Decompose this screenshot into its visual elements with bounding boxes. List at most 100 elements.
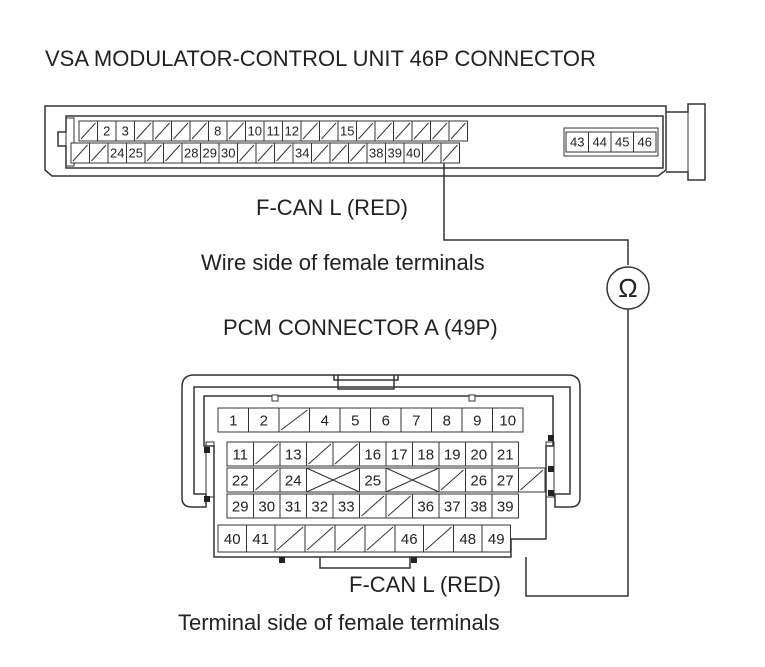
pcm-pin-cell xyxy=(491,493,519,519)
pcm-pin-cross xyxy=(306,467,360,493)
vsa-connector-title: VSA MODULATOR-CONTROL UNIT 46P CONNECTOR xyxy=(45,46,596,71)
pcm-pin: 8 xyxy=(443,413,451,430)
vsa-pin-empty xyxy=(173,122,189,140)
pcm-pin-empty xyxy=(308,443,332,465)
pcm-pin-cell xyxy=(332,493,360,519)
pcm-pin-cell xyxy=(385,441,413,467)
pcm-pin-empty xyxy=(361,495,385,517)
pcm-pin-empty xyxy=(387,495,411,517)
pcm-pin-empty xyxy=(336,526,364,551)
pcm-pin-cell xyxy=(438,493,466,519)
vsa-pin-empty xyxy=(331,144,347,162)
pcm-pin-empty xyxy=(255,443,279,465)
vsa-pin-empty xyxy=(442,144,458,162)
pcm-pin-empty xyxy=(440,469,464,491)
pcm-pin-cell xyxy=(453,524,483,553)
pcm-pin-cell xyxy=(465,441,493,467)
pcm-pin: 13 xyxy=(285,447,302,464)
vsa-pin-empty xyxy=(424,144,440,162)
vsa-test-lead xyxy=(443,163,629,265)
pcm-pin: 27 xyxy=(497,473,514,490)
vsa-pin-empty xyxy=(154,122,170,140)
vsa-pin: 43 xyxy=(570,135,584,150)
pcm-pin: 18 xyxy=(417,447,434,464)
vsa-pin-empty xyxy=(146,144,162,162)
pcm-pin: 41 xyxy=(252,531,269,548)
vsa-pin: 24 xyxy=(110,146,124,161)
pcm-pin-cell xyxy=(279,493,307,519)
vsa-pin: 2 xyxy=(103,124,110,139)
pcm-pin: 40 xyxy=(224,531,241,548)
pcm-pin-cell xyxy=(359,441,387,467)
pcm-pin: 32 xyxy=(311,499,328,516)
pcm-pin-cell xyxy=(492,407,524,433)
pcm-pin-cell xyxy=(491,441,519,467)
pcm-pin-cell xyxy=(226,493,254,519)
pcm-pin: 16 xyxy=(364,447,381,464)
pcm-pin: 21 xyxy=(497,447,514,464)
pcm-pin: 6 xyxy=(382,413,390,430)
pcm-pin: 46 xyxy=(401,531,418,548)
pcm-pin: 20 xyxy=(470,447,487,464)
vsa-pin: 40 xyxy=(406,146,420,161)
vsa-pin: 25 xyxy=(129,146,143,161)
pcm-pin: 48 xyxy=(459,531,476,548)
vsa-pin: 10 xyxy=(248,124,262,139)
pcm-connector-title: PCM CONNECTOR A (49P) xyxy=(223,315,498,340)
pcm-pin: 11 xyxy=(232,447,248,464)
vsa-pin-empty xyxy=(302,122,318,140)
pcm-pin: 38 xyxy=(470,499,487,516)
vsa-pin: 44 xyxy=(593,135,607,150)
vsa-pin-empty xyxy=(376,122,392,140)
pcm-pin: 10 xyxy=(499,413,516,430)
vsa-pin-empty xyxy=(413,122,429,140)
pcm-pin-empty xyxy=(276,526,304,551)
vsa-pin: 28 xyxy=(184,146,198,161)
vsa-pin: 3 xyxy=(122,124,129,139)
vsa-pin-empty xyxy=(72,144,88,162)
pcm-pin-cell xyxy=(465,467,493,493)
vsa-connector-body xyxy=(44,103,706,181)
vsa-pin: 29 xyxy=(203,146,217,161)
vsa-pin-empty xyxy=(276,144,292,162)
pcm-pin-cell xyxy=(226,441,254,467)
pcm-pin-cell xyxy=(246,524,276,553)
vsa-pin-empty xyxy=(257,144,273,162)
vsa-pin-empty xyxy=(321,122,337,140)
vsa-pin: 11 xyxy=(267,124,281,139)
pcm-pin-cell xyxy=(431,407,463,433)
pcm-pin: 9 xyxy=(473,413,481,430)
ohmmeter: Ω xyxy=(606,266,650,310)
vsa-pin-empty xyxy=(395,122,411,140)
pcm-pin: 1 xyxy=(229,413,237,430)
pcm-test-lead xyxy=(525,309,629,597)
pcm-pin: 33 xyxy=(338,499,355,516)
vsa-view-caption: Wire side of female terminals xyxy=(201,250,485,275)
pcm-pin: 19 xyxy=(444,447,461,464)
vsa-pin-empty xyxy=(432,122,448,140)
vsa-pin-empty xyxy=(228,122,244,140)
pcm-pin-empty xyxy=(306,526,334,551)
vsa-pin: 46 xyxy=(638,135,652,150)
vsa-pin-empty xyxy=(350,144,366,162)
vsa-pin: 38 xyxy=(369,146,383,161)
pcm-pin: 17 xyxy=(391,447,408,464)
pcm-pin-empty xyxy=(280,409,308,431)
pcm-pin-cell xyxy=(412,441,440,467)
pcm-pin-cell xyxy=(339,407,371,433)
pcm-pin: 25 xyxy=(364,473,381,490)
vsa-pin-cell xyxy=(633,131,657,153)
vsa-pin-empty xyxy=(191,122,207,140)
vsa-pin: 34 xyxy=(295,146,309,161)
vsa-pin-empty xyxy=(165,144,181,162)
vsa-pin: 8 xyxy=(214,124,221,139)
pcm-pin-cell xyxy=(465,493,493,519)
pcm-pin-cell xyxy=(481,524,511,553)
pcm-pin: 36 xyxy=(417,499,434,516)
pcm-pin-cell xyxy=(248,407,280,433)
pcm-pin-empty xyxy=(425,526,452,551)
pcm-pin-cell xyxy=(309,407,341,433)
pcm-pin: 49 xyxy=(488,531,505,548)
vsa-pin: 30 xyxy=(221,146,235,161)
